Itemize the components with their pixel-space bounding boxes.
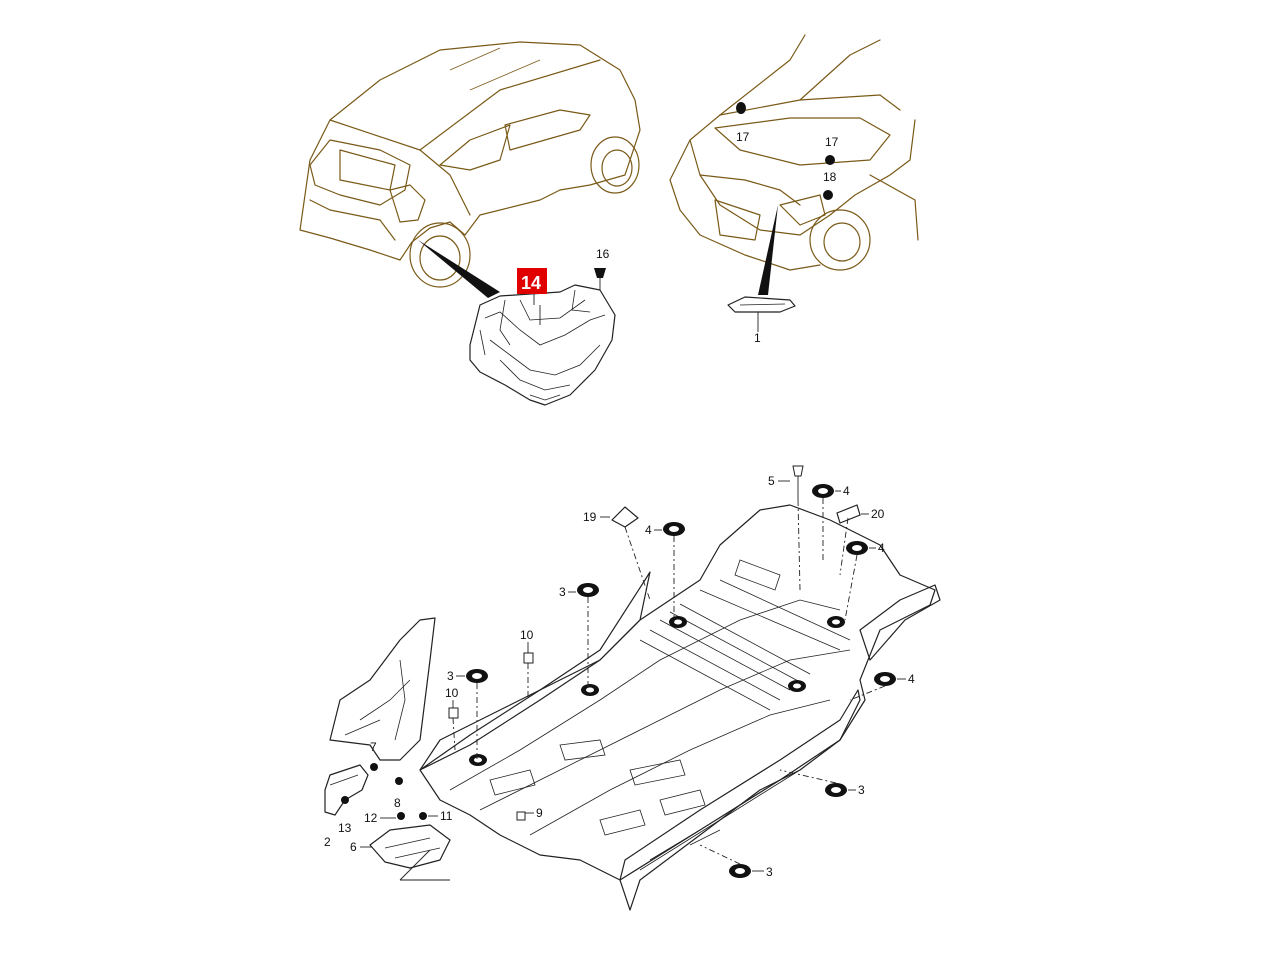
car-front-view bbox=[669, 34, 919, 332]
label-2: 2 bbox=[324, 835, 331, 849]
label-4-a: 4 bbox=[645, 523, 652, 537]
grommet-4-c bbox=[846, 541, 868, 555]
grommet-3-b bbox=[466, 669, 488, 683]
grommet-3-a bbox=[577, 583, 599, 597]
label-3-c: 3 bbox=[858, 783, 865, 797]
label-3-a: 3 bbox=[559, 585, 566, 599]
small-parts bbox=[341, 465, 861, 821]
grommet-4-d bbox=[874, 672, 896, 686]
label-10-b: 10 bbox=[445, 686, 459, 700]
label-16: 16 bbox=[596, 247, 610, 261]
label-3-b: 3 bbox=[447, 669, 454, 683]
label-18: 18 bbox=[823, 170, 837, 184]
floor-pan-assembly bbox=[324, 504, 941, 911]
label-6: 6 bbox=[350, 840, 357, 854]
label-11: 11 bbox=[440, 809, 453, 823]
highlight-callout-14[interactable]: 14 bbox=[517, 268, 547, 325]
label-19: 19 bbox=[583, 510, 597, 524]
leader-lines bbox=[399, 498, 886, 881]
label-3-d: 3 bbox=[766, 865, 773, 879]
grommet-3-d bbox=[729, 864, 751, 878]
highlight-number: 14 bbox=[521, 273, 541, 293]
label-5: 5 bbox=[768, 474, 775, 488]
label-7: 7 bbox=[370, 740, 377, 754]
label-8: 8 bbox=[394, 796, 401, 810]
grommet-4-b bbox=[812, 484, 834, 498]
label-12: 12 bbox=[364, 811, 378, 825]
label-17-b: 17 bbox=[825, 135, 839, 149]
label-4-d: 4 bbox=[908, 672, 915, 686]
car-rear-view bbox=[299, 41, 641, 298]
label-1: 1 bbox=[754, 331, 761, 345]
label-10-a: 10 bbox=[520, 628, 534, 642]
grommet-4-a bbox=[663, 522, 685, 536]
label-17-a: 17 bbox=[736, 130, 750, 144]
label-4-b: 4 bbox=[843, 484, 850, 498]
label-9: 9 bbox=[536, 806, 543, 820]
label-4-c: 4 bbox=[878, 541, 885, 555]
callout-labels: 16 17 17 18 1 5 4 4 4 4 20 19 3 3 3 3 10… bbox=[324, 130, 915, 879]
grommet-3-c bbox=[825, 783, 847, 797]
label-13: 13 bbox=[338, 821, 352, 835]
label-20: 20 bbox=[871, 507, 885, 521]
grommet-markers bbox=[466, 484, 896, 878]
